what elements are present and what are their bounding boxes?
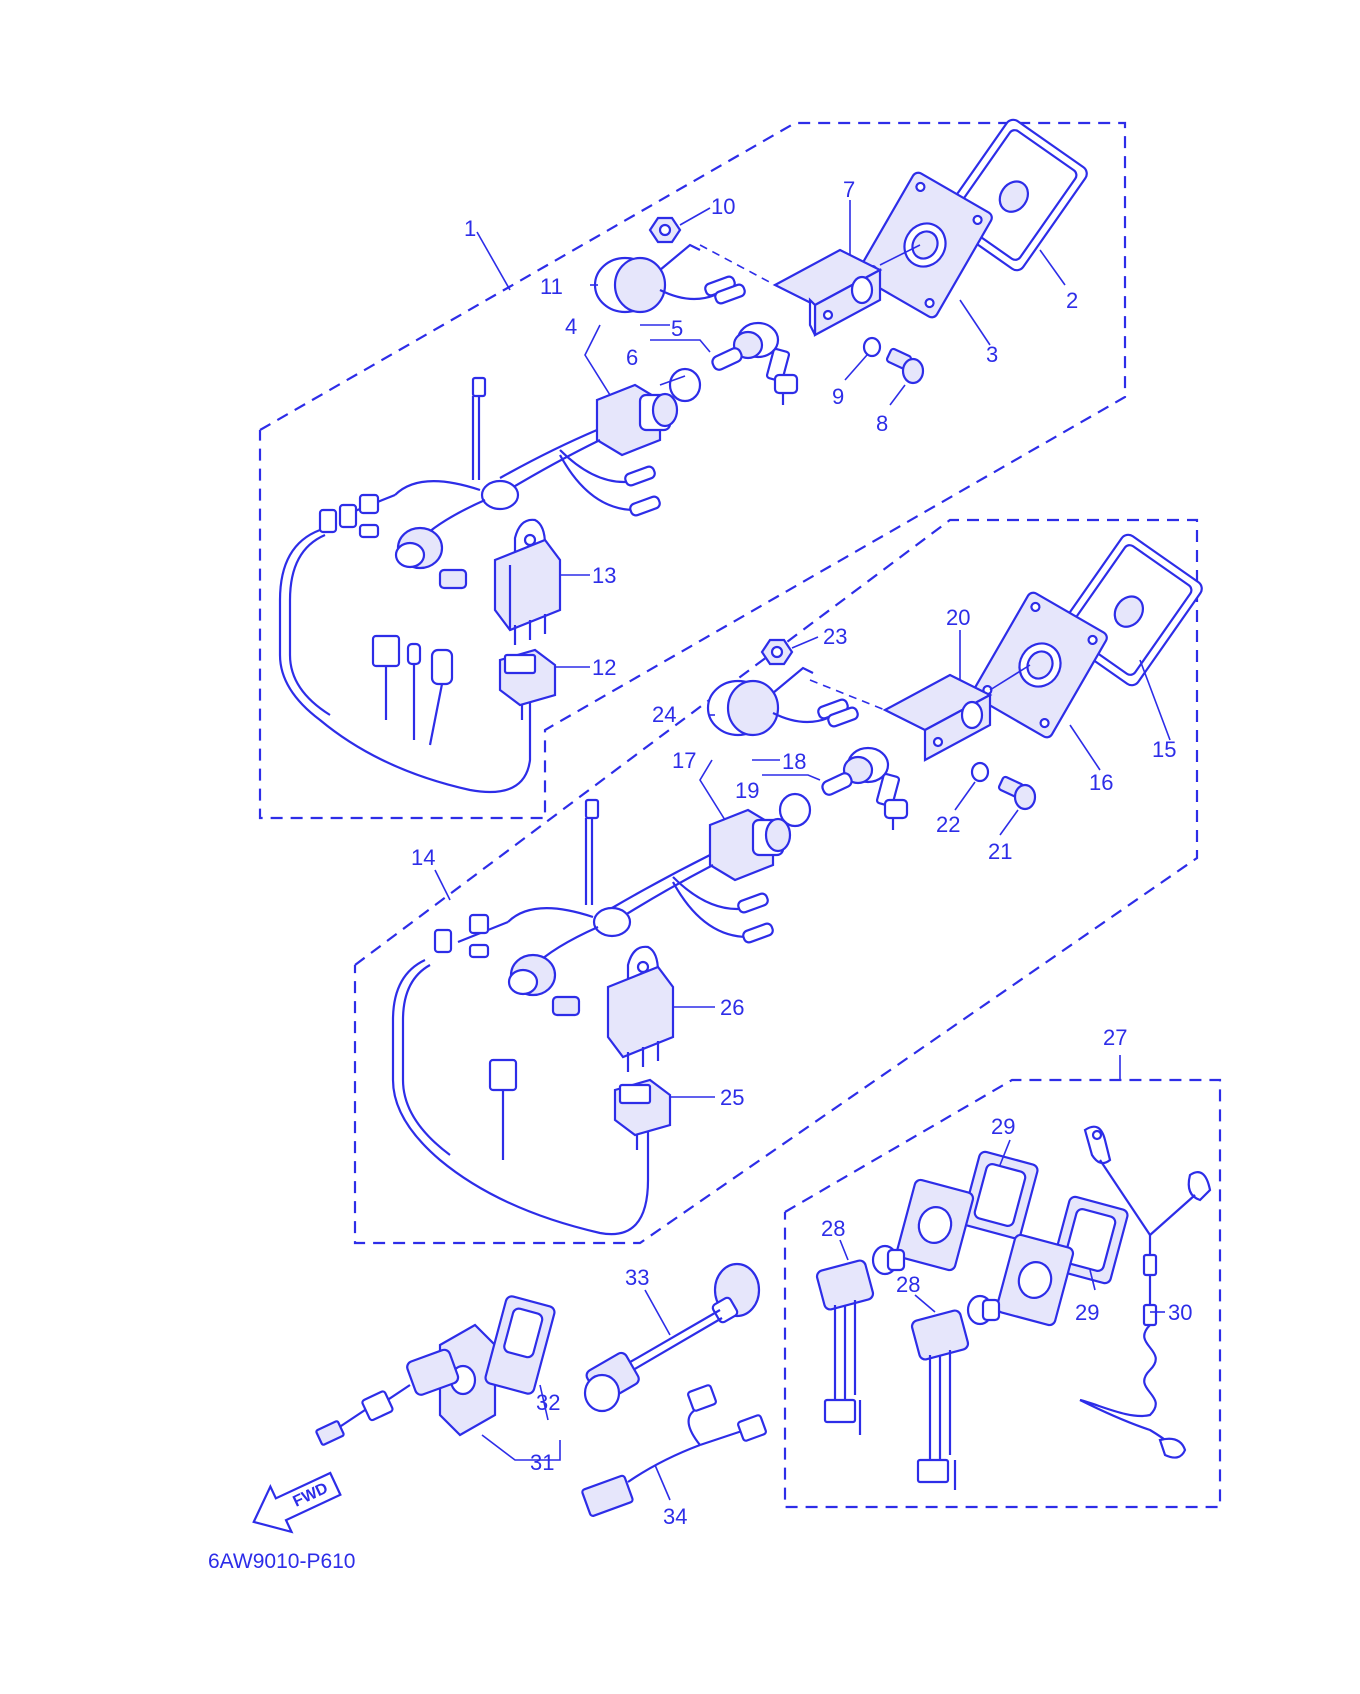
relay-13 (493, 518, 562, 645)
drawing-code: 6AW9010-P610 (208, 1550, 355, 1573)
callout-18: 18 (782, 749, 806, 774)
connector-12 (498, 648, 557, 720)
callout-1: 1 (464, 216, 476, 241)
plate-28-upper (895, 1178, 975, 1272)
callout-23: 23 (823, 624, 847, 649)
callout-3: 3 (986, 342, 998, 367)
plate-29a (961, 1150, 1039, 1240)
nut-10 (648, 216, 682, 244)
kit-14-boundary (353, 518, 1199, 1245)
switch-17 (708, 808, 792, 882)
switch-28b (910, 1294, 1001, 1490)
harness-34 (581, 1384, 767, 1517)
callout-29a: 29 (991, 1114, 1015, 1139)
washer-9 (862, 336, 882, 358)
callout-34: 34 (663, 1504, 687, 1529)
bolt-21 (997, 775, 1037, 811)
callout-6: 6 (626, 345, 638, 370)
callout-9: 9 (832, 384, 844, 409)
callout-2: 2 (1066, 288, 1078, 313)
callout-5: 5 (671, 316, 683, 341)
washer-22 (970, 761, 990, 783)
loose-parts (252, 1262, 767, 1534)
plate-28-lower (995, 1233, 1075, 1327)
callout-labels: 1 2 3 4 5 6 7 8 9 10 11 12 13 14 15 16 1… (411, 177, 1192, 1529)
callout-14: 14 (411, 845, 435, 870)
callout-29b: 29 (1075, 1300, 1099, 1325)
callout-19: 19 (735, 778, 759, 803)
bracket-7 (772, 248, 883, 337)
plate-32 (484, 1295, 556, 1395)
callout-26: 26 (720, 995, 744, 1020)
callout-32: 32 (536, 1390, 560, 1415)
harness-1 (278, 376, 661, 794)
callout-4: 4 (565, 314, 577, 339)
callout-25: 25 (720, 1085, 744, 1110)
kit-14-parts (391, 533, 1203, 1236)
callout-22: 22 (936, 812, 960, 837)
kit-1-parts (278, 118, 1088, 794)
relay-26 (606, 945, 675, 1072)
callout-33: 33 (625, 1265, 649, 1290)
plate-16 (972, 591, 1108, 739)
cable-33 (583, 1262, 761, 1413)
kit-1-boundary (258, 121, 1127, 820)
callout-27: 27 (1103, 1025, 1127, 1050)
plate-3 (857, 171, 993, 319)
callout-28b: 28 (896, 1272, 920, 1297)
callout-10: 10 (711, 194, 735, 219)
callout-7: 7 (843, 177, 855, 202)
callout-17: 17 (672, 748, 696, 773)
kit-27-boundary (783, 1078, 1222, 1509)
callout-28a: 28 (821, 1216, 845, 1241)
callout-8: 8 (876, 411, 888, 436)
leader-lines (434, 200, 1171, 1501)
callout-12: 12 (592, 655, 616, 680)
ring-19 (778, 792, 812, 828)
callout-21: 21 (988, 839, 1012, 864)
key-switch-5 (711, 321, 799, 405)
callout-30: 30 (1168, 1300, 1192, 1325)
callout-16: 16 (1089, 770, 1113, 795)
buzzer-24 (706, 666, 859, 737)
lanyard-30 (1079, 1125, 1212, 1459)
bolt-8 (885, 347, 925, 385)
kit-27-parts (815, 1125, 1212, 1490)
callout-31: 31 (530, 1450, 554, 1475)
callout-11: 11 (540, 274, 563, 299)
switch-4 (595, 383, 679, 457)
connector-25 (613, 1078, 672, 1150)
callout-15: 15 (1152, 737, 1176, 762)
nut-23 (760, 638, 794, 666)
ring-6 (668, 367, 702, 403)
callout-13: 13 (592, 563, 616, 588)
key-switch-18 (821, 746, 909, 830)
buzzer-11 (593, 243, 746, 314)
callout-20: 20 (946, 605, 970, 630)
switch-31 (315, 1323, 497, 1446)
fwd-arrow-icon (252, 1471, 342, 1534)
switch-28a (815, 1244, 906, 1435)
bracket-20 (882, 673, 993, 762)
harness-14 (391, 798, 774, 1236)
callout-24: 24 (652, 702, 676, 727)
